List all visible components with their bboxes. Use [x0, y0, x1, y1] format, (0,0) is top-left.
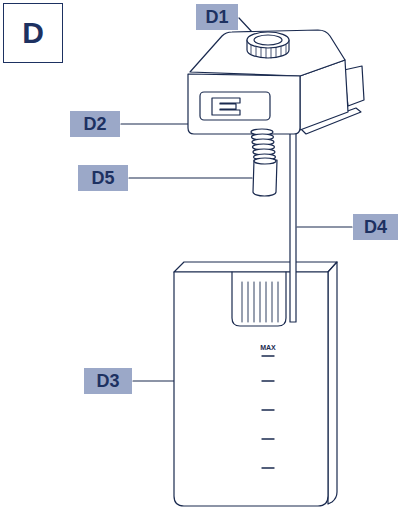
callout-text: D5: [91, 168, 114, 189]
callout-text: D2: [83, 114, 106, 135]
callout-number: D5: [78, 165, 128, 191]
milk-jug: [174, 262, 337, 506]
threaded-connector: [251, 129, 277, 196]
callout-number: D3: [84, 368, 132, 394]
callout-text: D: [22, 16, 44, 50]
callout-number: D4: [353, 214, 398, 240]
callout-text: D1: [205, 7, 228, 28]
callout-number: D2: [70, 111, 120, 137]
figure-letter-box: D: [3, 3, 63, 63]
suction-tube: [290, 132, 296, 322]
callout-text: D4: [364, 217, 387, 238]
callout-number: D1: [196, 4, 238, 30]
lid-unit: [188, 30, 364, 134]
fill-mark-label: MAX: [260, 344, 276, 351]
callout-text: D3: [96, 371, 119, 392]
